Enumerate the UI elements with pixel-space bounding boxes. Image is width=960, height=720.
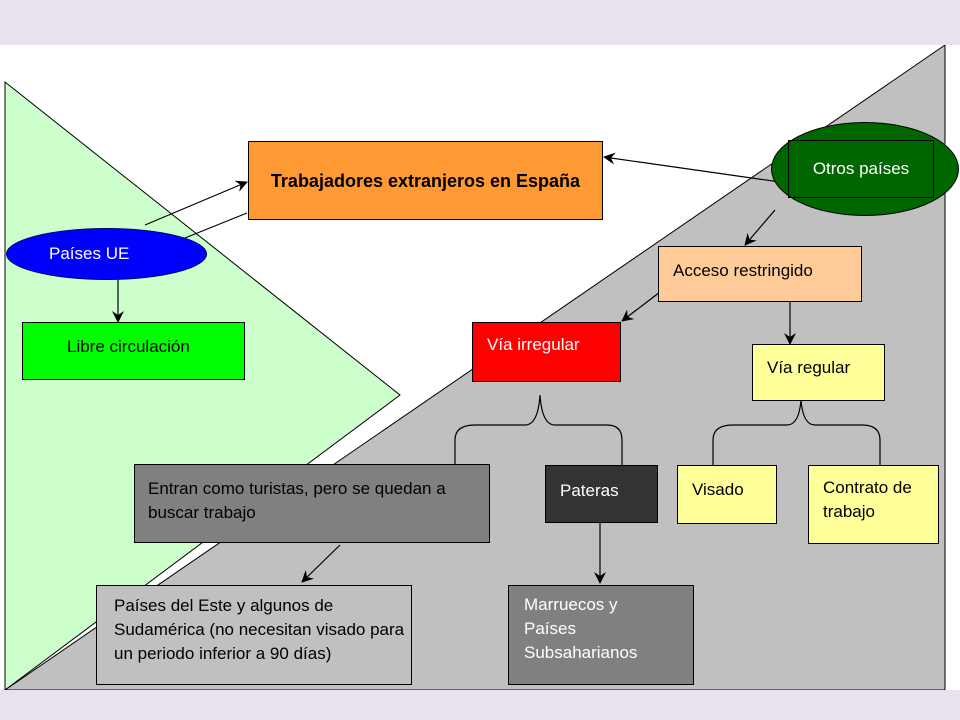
work-contract-label: Contrato de trabajo — [823, 478, 912, 521]
tourists-box: Entran como turistas, pero se quedan a b… — [134, 464, 490, 543]
arrow-access-to-irregular — [621, 291, 661, 322]
free-movement-box: Libre circulación — [22, 322, 245, 380]
boats-label: Pateras — [560, 481, 619, 500]
arrow-eu-to-title-1 — [144, 180, 248, 226]
visa-label: Visado — [692, 480, 744, 499]
other-countries-label: Otros países — [812, 159, 910, 178]
other-countries-ellipse: Otros países — [771, 122, 959, 216]
arrow-tourists-to-east — [301, 544, 341, 583]
arrow-other-to-access — [744, 209, 776, 246]
diagram-canvas: Trabajadores extranjeros en España Paíse… — [0, 45, 960, 690]
other-countries-inner-box: Otros países — [788, 140, 934, 198]
irregular-route-label: Vía irregular — [487, 335, 580, 354]
restricted-access-box: Acceso restringido — [658, 246, 862, 302]
eastern-countries-label: Países del Este y algunos de Sudamérica … — [114, 596, 405, 663]
title-box: Trabajadores extranjeros en España — [248, 141, 603, 220]
boats-box: Pateras — [545, 465, 658, 523]
free-movement-label: Libre circulación — [67, 337, 190, 356]
morocco-label: Marruecos y Países Subsaharianos — [524, 595, 638, 662]
regular-route-box: Vía regular — [752, 344, 885, 401]
arrow-eu-to-title-2 — [174, 212, 248, 243]
brace-irregular — [454, 394, 623, 465]
arrow-other-to-title — [603, 152, 781, 183]
eu-countries-ellipse: Países UE — [6, 228, 207, 280]
irregular-route-box: Vía irregular — [472, 322, 621, 382]
title-box-label: Trabajadores extranjeros en España — [270, 170, 581, 191]
morocco-box: Marruecos y Países Subsaharianos — [508, 585, 694, 685]
eu-countries-label: Países UE — [49, 244, 130, 263]
visa-box: Visado — [677, 465, 777, 524]
restricted-access-label: Acceso restringido — [673, 261, 813, 280]
eastern-countries-box: Países del Este y algunos de Sudamérica … — [96, 585, 412, 685]
tourists-label: Entran como turistas, pero se quedan a b… — [148, 479, 446, 522]
regular-route-label: Vía regular — [767, 358, 851, 377]
work-contract-box: Contrato de trabajo — [808, 465, 939, 544]
